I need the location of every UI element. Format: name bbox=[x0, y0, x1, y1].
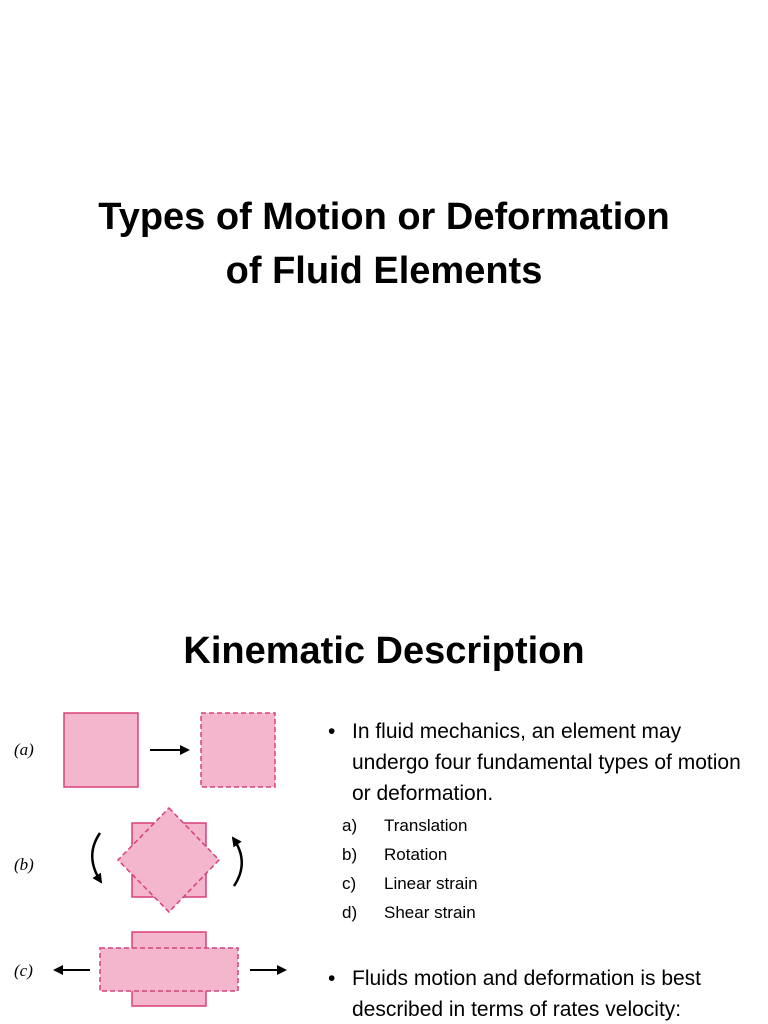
figure-label-a: (a) bbox=[14, 740, 34, 759]
figure-label-b: (b) bbox=[14, 855, 34, 874]
slide-title: Types of Motion or Deformation of Fluid … bbox=[0, 190, 768, 298]
kinematic-slide: Kinematic Description (a) (b) (c) • In f… bbox=[0, 576, 768, 1024]
list-item: b)Rotation bbox=[342, 845, 448, 864]
list-item: a)Translation bbox=[342, 816, 468, 835]
bullet-1: • In fluid mechanics, an element may und… bbox=[318, 716, 758, 809]
bullet-2-text: Fluids motion and deformation is best de… bbox=[352, 967, 702, 1021]
bullet-list: • In fluid mechanics, an element may und… bbox=[318, 716, 758, 1024]
title-slide: Types of Motion or Deformation of Fluid … bbox=[0, 190, 768, 298]
title-line-2: of Fluid Elements bbox=[225, 250, 543, 292]
element-c-stretched bbox=[99, 947, 239, 992]
list-item: c)Linear strain bbox=[342, 874, 478, 893]
bullet-dot: • bbox=[328, 967, 336, 990]
bullet-1-text: In fluid mechanics, an element may under… bbox=[352, 720, 741, 805]
list-item: d)Shear strain bbox=[342, 903, 476, 922]
motion-types-list: a)Translation b)Rotation c)Linear strain… bbox=[342, 811, 758, 927]
bullet-dot: • bbox=[328, 720, 336, 743]
rotation-arrow-right bbox=[231, 836, 243, 887]
bullet-2: • Fluids motion and deformation is best … bbox=[318, 963, 758, 1024]
rotation-arrow-left bbox=[91, 832, 103, 884]
element-a-moved bbox=[200, 712, 276, 788]
element-b-rotated bbox=[116, 806, 221, 914]
title-line-1: Types of Motion or Deformation bbox=[98, 196, 670, 238]
deformation-figure: (a) (b) (c) bbox=[14, 712, 287, 1007]
figure-label-c: (c) bbox=[14, 961, 33, 980]
element-a-original bbox=[63, 712, 139, 788]
kinematic-title: Kinematic Description bbox=[183, 630, 585, 672]
